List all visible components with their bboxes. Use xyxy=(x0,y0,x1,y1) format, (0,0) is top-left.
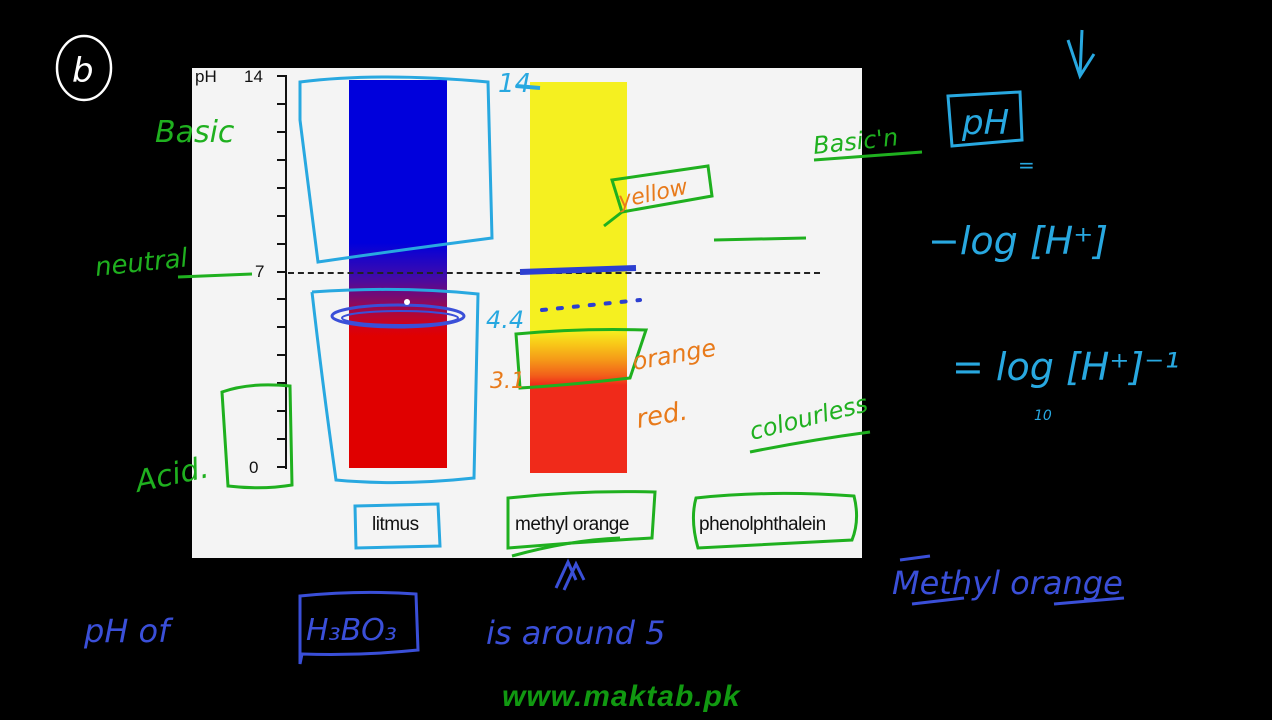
phenolphthalein-label: phenolphthalein xyxy=(699,514,826,535)
ph-tick-12 xyxy=(277,130,287,133)
ph-tick-2 xyxy=(277,410,287,413)
svg-text:b: b xyxy=(72,51,94,91)
is-around-text: is around 5 xyxy=(486,614,665,652)
h3bo3-compound: H₃BO₃ xyxy=(306,613,397,648)
colourless-annotation: colourless xyxy=(747,389,871,445)
litmus-top-ph-annotation: 14 xyxy=(498,69,531,99)
section-marker: b xyxy=(55,34,113,102)
negative-log-h-formula: −log [H⁺] xyxy=(928,219,1108,263)
ph-tick-11 xyxy=(277,158,287,161)
tick-label-14: 14 xyxy=(244,67,263,86)
log-inverse-h-formula: = log [H⁺]⁻¹ xyxy=(952,345,1180,389)
ph-tick-3 xyxy=(277,382,287,385)
basic-annotation: Basic xyxy=(155,115,235,150)
log-base: 10 xyxy=(1034,408,1052,424)
methyl-orange-bar xyxy=(530,82,627,473)
ph-tick-7 xyxy=(277,270,287,273)
yellow-annotation: yellow xyxy=(615,175,691,214)
neutral-annotation: neutral xyxy=(94,243,190,283)
ph-tick-10 xyxy=(277,186,287,189)
ph-equals: = xyxy=(1018,153,1035,177)
ph-tick-9 xyxy=(277,214,287,217)
ph-tick-14 xyxy=(277,75,287,77)
tick-label-7: 7 xyxy=(255,262,265,281)
ph-tick-13 xyxy=(277,102,287,105)
methyl-orange-lower-ph: 3.1 xyxy=(490,369,525,394)
ph-tick-4 xyxy=(277,354,287,357)
tick-label-0: 0 xyxy=(249,458,259,477)
ph-tick-0 xyxy=(277,466,287,468)
ph-tick-8 xyxy=(277,242,287,245)
maktab-watermark: www.maktab.pk xyxy=(502,680,741,713)
ph-tick-5 xyxy=(277,326,287,329)
methyl-orange-upper-ph: 4.4 xyxy=(486,306,524,334)
ph-of-text: pH of xyxy=(83,612,174,650)
ph-tick-1 xyxy=(277,438,287,441)
methyl-orange-label: methyl orange xyxy=(515,514,629,535)
litmus-label: litmus xyxy=(372,514,419,535)
ph-boxed: pH xyxy=(961,103,1009,143)
methyl-orange-answer: Methyl orange xyxy=(892,564,1123,602)
litmus-bar xyxy=(349,80,447,468)
ph-axis-title: pH xyxy=(195,67,217,86)
acid-annotation: Acid. xyxy=(130,450,212,500)
ph-tick-6 xyxy=(277,298,287,301)
red-annotation: red. xyxy=(634,396,690,434)
